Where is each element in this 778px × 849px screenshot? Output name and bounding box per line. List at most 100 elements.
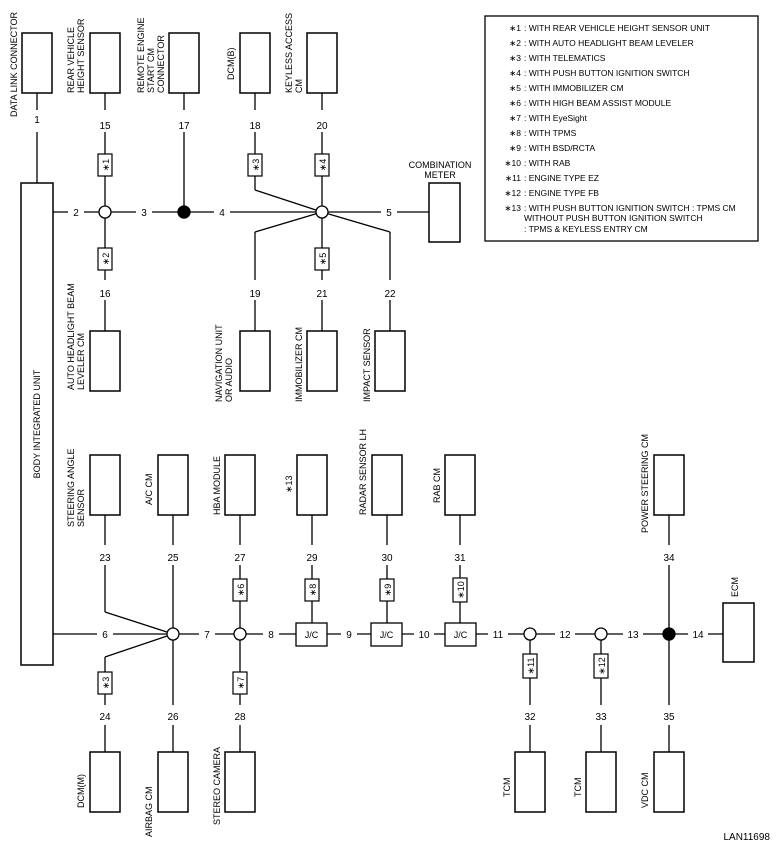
tag-box — [314, 153, 330, 177]
wire-num-24: 24 — [99, 712, 111, 723]
airbag-cm-box — [157, 751, 189, 813]
num-bg — [97, 627, 113, 641]
tag-3-upper: ∗3 — [251, 159, 261, 172]
unit-label-steering-angle-sensor: STEERING ANGLESENSOR — [66, 448, 86, 527]
num-bg — [263, 627, 279, 641]
splice-node — [594, 627, 608, 641]
body-integrated-unit-box — [20, 182, 54, 666]
rear-vehicle-height-sensor-box — [89, 32, 121, 94]
wire-19-diag — [254, 211, 323, 233]
data-link-connector-box — [21, 32, 53, 94]
num-bg — [341, 627, 357, 641]
tag-box — [232, 578, 248, 602]
rab-cm-box — [444, 454, 476, 516]
wire-num-33: 33 — [595, 712, 607, 723]
tcm-fb-box — [585, 751, 617, 813]
num-bg — [246, 286, 264, 300]
unit-boxes — [21, 32, 755, 813]
wire-num-22: 22 — [384, 289, 396, 300]
splice-node — [315, 205, 329, 219]
legend-mark-6: ∗6 — [509, 98, 521, 108]
legend-mark-5: ∗5 — [509, 83, 521, 93]
legend-text-13: : WITH PUSH BUTTON IGNITION SWITCH : TPM… — [524, 203, 736, 213]
num-bg — [28, 112, 46, 126]
wire-num-32: 32 — [524, 712, 536, 723]
unit-label-rab-cm: RAB CM — [432, 468, 442, 503]
unit-label-remote-engine-start: REMOTE ENGINESTART CMCONNECTOR — [136, 17, 166, 93]
num-bg — [488, 627, 508, 641]
tag-8: ∗8 — [308, 584, 318, 597]
unit-label-immobilizer-cm: IMMOBILIZER CM — [294, 327, 304, 402]
legend-text-8: : WITH TPMS — [524, 128, 577, 138]
splice-node — [98, 205, 112, 219]
num-bg — [414, 627, 434, 641]
jc-box — [370, 622, 403, 647]
wire-num-8: 8 — [268, 630, 274, 641]
wire-24-diag — [104, 633, 174, 658]
tag-7: ∗7 — [236, 677, 246, 690]
unit-label-data-link-connector: DATA LINK CONNECTOR — [9, 11, 19, 117]
unit-label-tcm-fb: TCM — [573, 778, 583, 798]
dcm-m-box — [89, 751, 121, 813]
num-bg — [231, 709, 249, 723]
keyless-access-cm-box — [306, 32, 338, 94]
unit-label-power-steering-cm: POWER STEERING CM — [640, 434, 650, 533]
radar-sensor-lh-box — [371, 454, 403, 516]
wire-num-27: 27 — [234, 553, 246, 564]
num-bg — [96, 550, 114, 564]
wire-num-15: 15 — [99, 121, 111, 132]
legend-mark-7: ∗7 — [509, 113, 521, 123]
wire-num-25: 25 — [167, 553, 179, 564]
num-bg — [246, 119, 264, 132]
wire-num-29: 29 — [306, 553, 318, 564]
tag-2: ∗2 — [101, 253, 111, 266]
vdc-cm-box — [653, 751, 685, 813]
unit-label-navigation-unit: NAVIGATION UNITOR AUDIO — [214, 324, 234, 402]
tag-3-lower: ∗3 — [101, 677, 111, 690]
jc-box — [444, 622, 477, 647]
hba-module-box — [224, 454, 256, 516]
legend-text-12: : ENGINE TYPE FB — [524, 188, 599, 198]
unit-label-hba-module: HBA MODULE — [212, 456, 222, 515]
tpms-cm-box — [296, 454, 328, 516]
num-bg — [660, 550, 678, 564]
legend-mark-9: ∗9 — [509, 143, 521, 153]
num-bg — [313, 119, 331, 132]
unit-label-keyless-access-cm: KEYLESS ACCESSCM — [284, 13, 304, 93]
auto-headlight-beam-leveler-box — [89, 330, 121, 392]
num-bg — [660, 709, 678, 723]
num-bg — [96, 119, 114, 132]
legend-text-7: : WITH EyeSight — [524, 113, 587, 123]
wire-num-5: 5 — [386, 208, 392, 219]
splice-node — [166, 627, 180, 641]
wire-18-diag — [254, 189, 323, 213]
wire-num-13: 13 — [627, 630, 639, 641]
unit-label-vdc-cm: VDC CM — [640, 773, 650, 809]
wire-22-diag — [321, 211, 391, 233]
tag-box — [304, 578, 320, 602]
unit-label-airbag-cm: AIRBAG CM — [144, 786, 154, 837]
legend: ∗1 : WITH REAR VEHICLE HEIGHT SENSOR UNI… — [484, 15, 759, 242]
unit-label-auto-headlight-beam-leveler: AUTO HEADLIGHT BEAMLEVELER CM — [66, 283, 86, 390]
wire-num-12: 12 — [559, 630, 571, 641]
wire-num-4: 4 — [219, 208, 225, 219]
wire-num-30: 30 — [381, 553, 393, 564]
wire-num-17: 17 — [178, 121, 190, 132]
wire-num-16: 16 — [99, 289, 111, 300]
wire-num-18: 18 — [249, 121, 261, 132]
legend-mark-11: ∗11 — [505, 173, 521, 183]
num-bg — [96, 286, 114, 300]
legend-mark-13: ∗13 — [504, 203, 521, 213]
dcm-b-box — [239, 32, 271, 94]
jc-label-3: J/C — [454, 630, 468, 640]
legend-text-11: : ENGINE TYPE EZ — [524, 173, 599, 183]
wire-num-19: 19 — [249, 289, 261, 300]
num-bg — [164, 550, 182, 564]
num-bg — [136, 205, 152, 219]
legend-text-13c: : TPMS & KEYLESS ENTRY CM — [524, 224, 648, 234]
unit-label-impact-sensor: IMPACT SENSOR — [362, 328, 372, 402]
splice-node-solid — [662, 627, 676, 641]
legend-mark-3: ∗3 — [509, 53, 521, 63]
wire-num-20: 20 — [316, 121, 328, 132]
